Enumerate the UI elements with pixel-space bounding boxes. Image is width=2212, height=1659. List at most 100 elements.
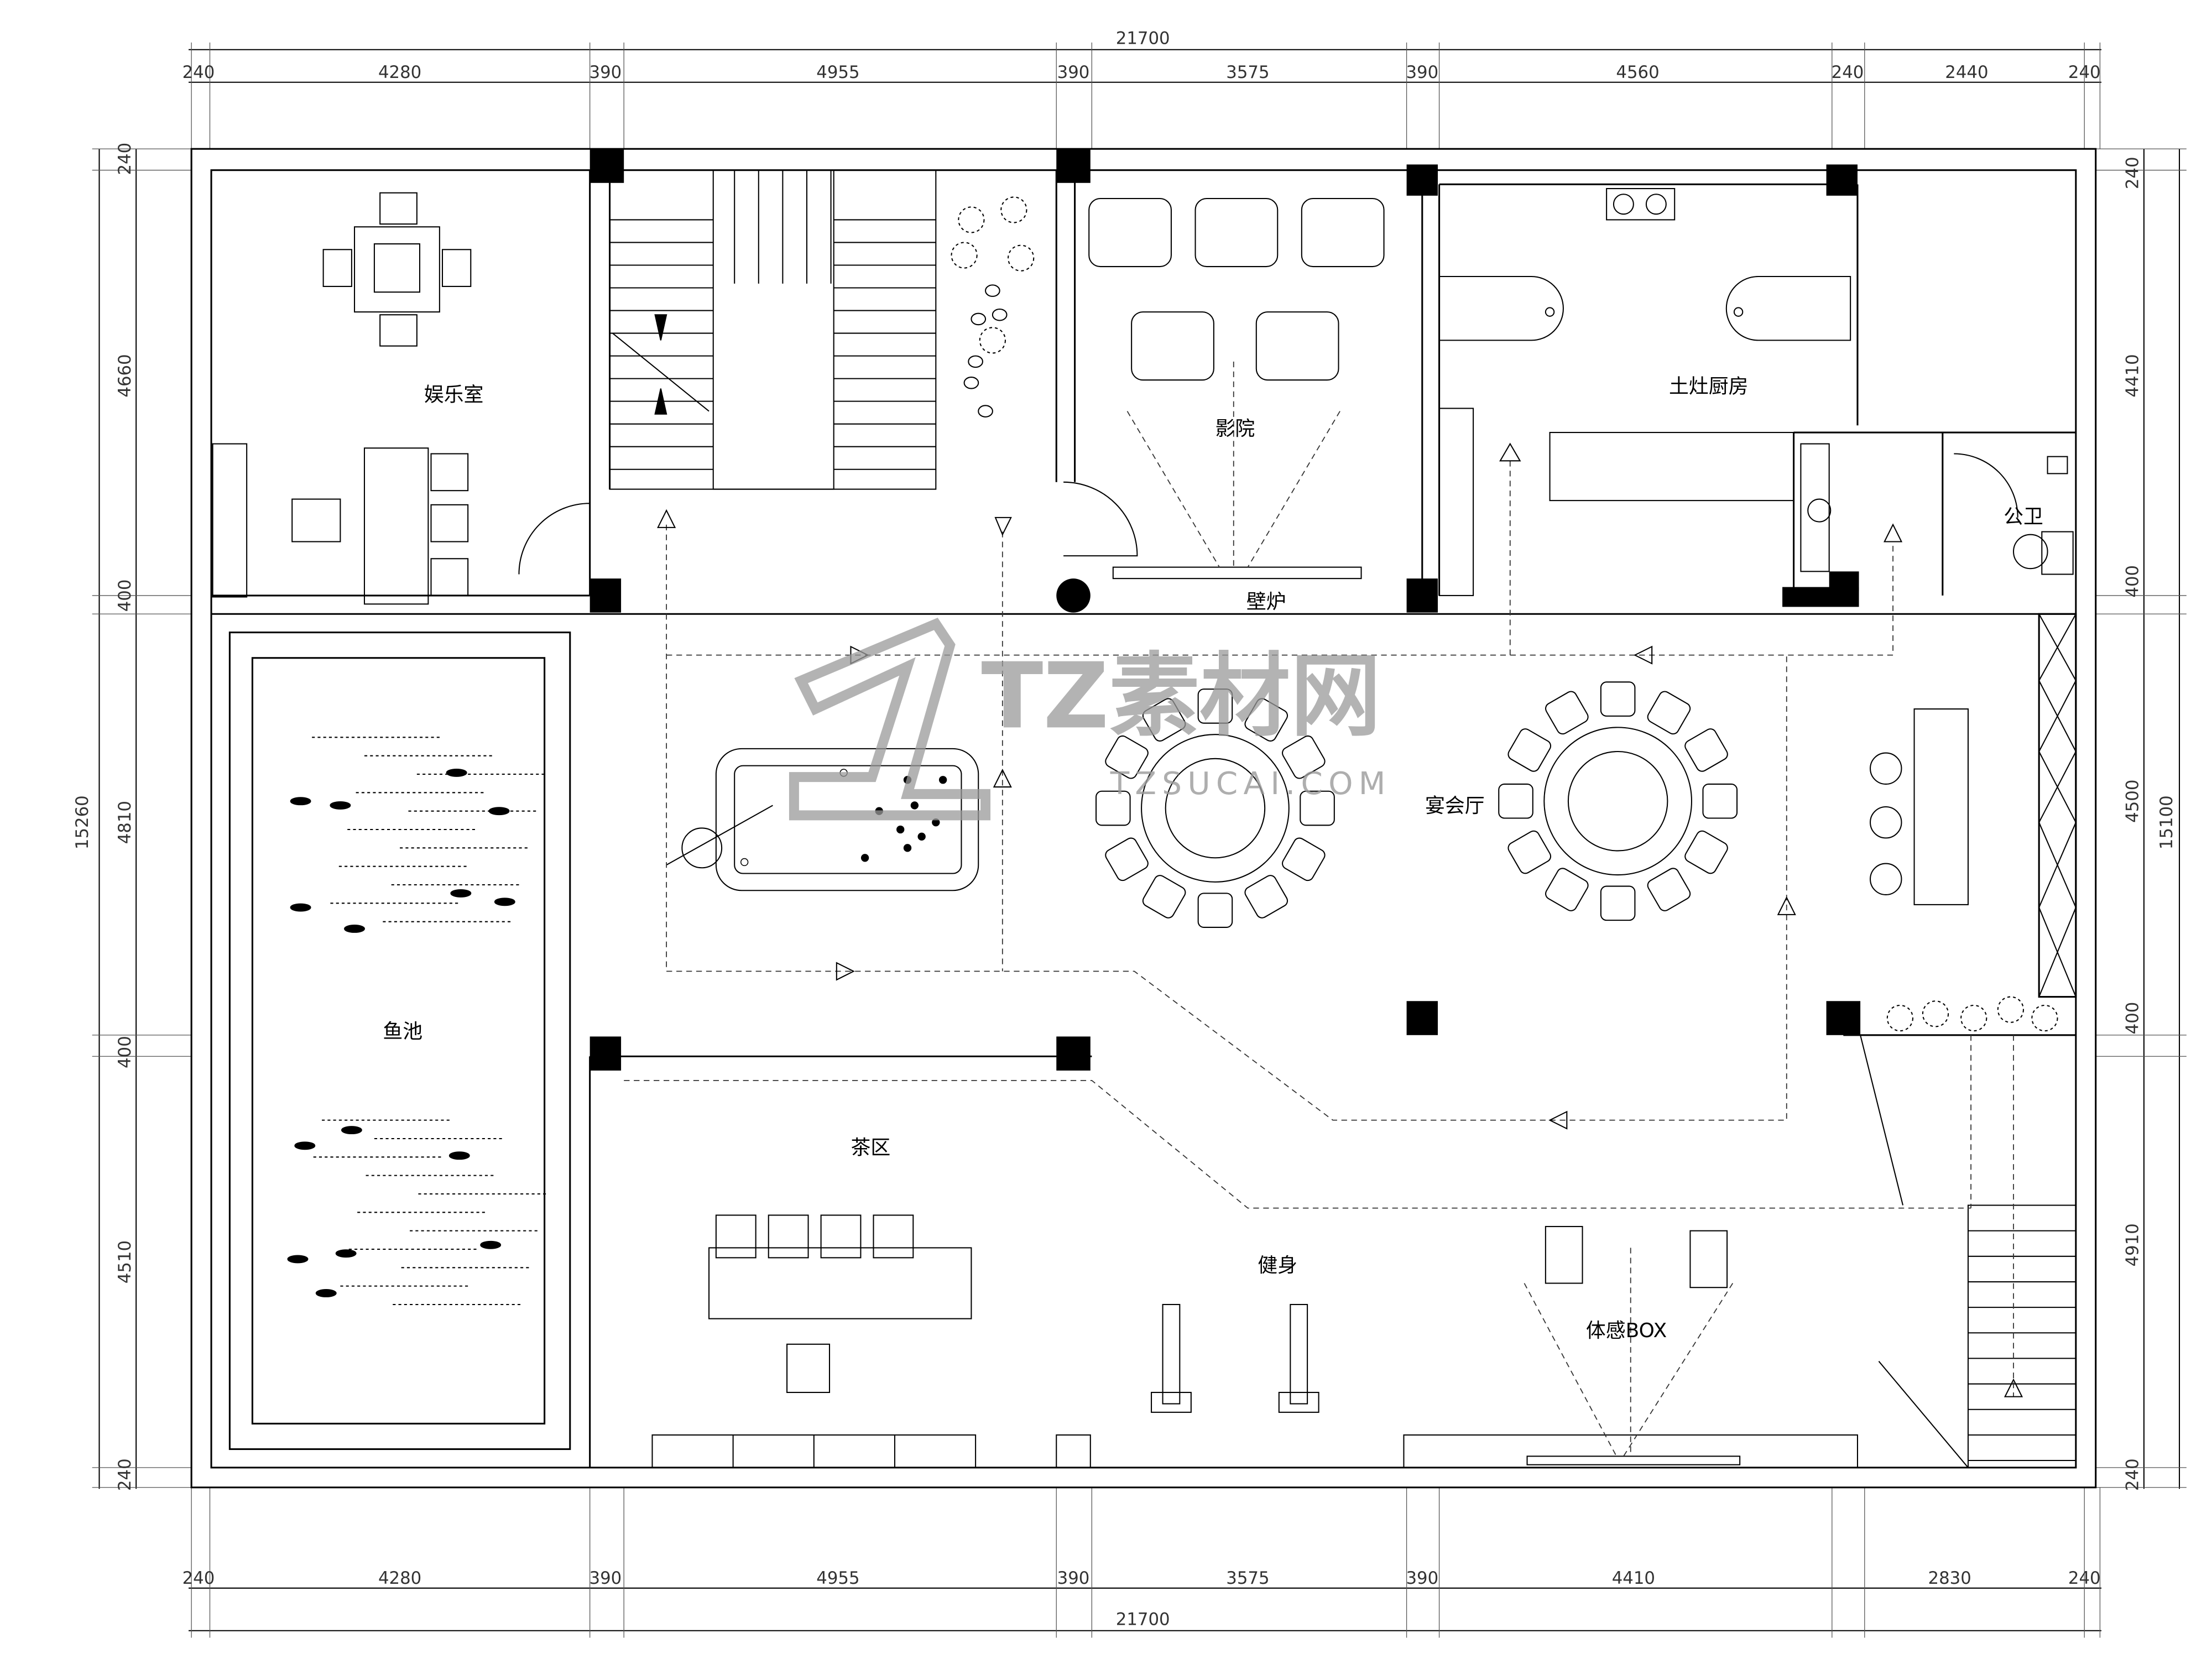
round-tables [1095, 681, 1738, 928]
dim-label: 4500 [2123, 780, 2143, 823]
stepping-stone [971, 312, 987, 326]
bar-counter [1870, 708, 1969, 905]
exercise-bikes [1151, 1303, 1319, 1413]
round-table [1543, 727, 1692, 876]
dim-label: 390 [589, 1568, 622, 1588]
dim-label: 240 [182, 62, 215, 82]
stepping-stone [968, 355, 983, 368]
room-label-cinema: 影院 [1215, 418, 1255, 440]
dimension-ticks [92, 42, 2187, 1638]
dim-label: 240 [2123, 1458, 2143, 1491]
watermark-title: TZ素材网 [981, 643, 1381, 749]
room-label-entertainment: 娱乐室 [424, 384, 484, 406]
dim-label: 4660 [115, 354, 135, 397]
dim-label: 240 [115, 143, 135, 175]
banquet-chair [1600, 681, 1636, 717]
plant-icon [1960, 1004, 1987, 1032]
stepping-stone [978, 405, 993, 418]
dim-right-row: 240 4410 400 4500 400 4910 240 [2123, 156, 2143, 1491]
dim-label: 240 [1832, 62, 1864, 82]
dim-label: 4410 [2123, 354, 2143, 397]
billiard-ball [896, 825, 905, 834]
dim-right-total: 15100 [2157, 795, 2177, 849]
dim-label: 390 [589, 62, 622, 82]
dim-label: 3575 [1226, 62, 1269, 82]
billiard-ball [860, 854, 869, 862]
dim-label: 390 [1406, 62, 1438, 82]
dim-label: 4910 [2123, 1223, 2143, 1266]
dim-label: 4280 [378, 62, 421, 82]
billiard-ball [903, 844, 912, 852]
fish-icon [344, 925, 366, 933]
dim-label: 240 [182, 1568, 215, 1588]
fish-icon [488, 807, 510, 816]
banquet-chair [1684, 830, 1728, 874]
stepping-stone [985, 284, 1000, 297]
banquet-chair [1600, 885, 1636, 921]
room-label-tea: 茶区 [851, 1136, 890, 1159]
banquet-chair [1507, 830, 1552, 874]
motion-box-area [1403, 1035, 1969, 1468]
fish-icon [450, 889, 472, 898]
path-arrows [657, 442, 2023, 1397]
dim-label: 400 [115, 1036, 135, 1068]
room-label-fishpond: 鱼池 [383, 1020, 422, 1043]
banquet-chair [1244, 698, 1288, 742]
walls [190, 148, 2097, 1489]
lazy-susan [1165, 758, 1266, 859]
fish-icon [294, 1141, 316, 1150]
banquet-chair [1498, 783, 1533, 819]
banquet-chair [1095, 790, 1131, 826]
banquet-chair [1684, 728, 1728, 772]
dim-label: 2830 [1928, 1568, 1971, 1588]
dim-bottom-total: 21700 [1116, 1609, 1170, 1629]
banquet-chair [1105, 735, 1149, 779]
room-label-fitness: 健身 [1258, 1254, 1297, 1277]
lazy-susan [1567, 750, 1668, 852]
staircase [609, 169, 2077, 1468]
plant-icon [979, 327, 1006, 354]
banquet-chair [1244, 875, 1288, 919]
fish-icon [330, 801, 351, 810]
billiard-ball [938, 776, 947, 784]
banquet-chair [1142, 875, 1186, 919]
dim-label: 240 [2123, 156, 2143, 189]
stepping-stone [992, 308, 1008, 321]
banquet-chair [1142, 698, 1186, 742]
stepping-stone [963, 377, 979, 389]
plant-icon [951, 242, 978, 269]
plant-icon [2031, 1004, 2058, 1032]
dim-label: 400 [2123, 1002, 2143, 1035]
banquet-chair [1702, 783, 1738, 819]
dim-label: 4955 [816, 1568, 859, 1588]
dim-top-total: 21700 [1116, 28, 1170, 48]
desk-with-chairs [212, 443, 469, 605]
fish-icon [290, 797, 311, 806]
fish-icon [480, 1240, 502, 1249]
fish-pond-waves [287, 737, 546, 1305]
fish-icon [290, 903, 311, 912]
banquet-chair [1647, 691, 1691, 735]
plant-icon [1000, 196, 1027, 223]
fish-icon [446, 769, 467, 777]
plant-icon [1008, 244, 1035, 272]
dim-label: 400 [2123, 565, 2143, 598]
dim-label: 4810 [115, 801, 135, 844]
fish-icon [315, 1289, 337, 1297]
dim-label: 4955 [816, 62, 859, 82]
fish-icon [287, 1255, 309, 1264]
dim-left-total: 15260 [72, 795, 92, 849]
banquet-chair [1300, 790, 1335, 826]
fish-icon [341, 1126, 362, 1135]
dim-label: 4410 [1612, 1568, 1655, 1588]
plant-icon [958, 206, 985, 233]
tea-table [651, 1214, 1091, 1468]
dim-label: 4560 [1616, 62, 1659, 82]
room-label-motion-box: 体感BOX [1586, 1319, 1667, 1342]
room-label-banquet: 宴会厅 [1425, 795, 1485, 817]
dim-label: 240 [115, 1458, 135, 1491]
dim-label: 390 [1057, 62, 1090, 82]
